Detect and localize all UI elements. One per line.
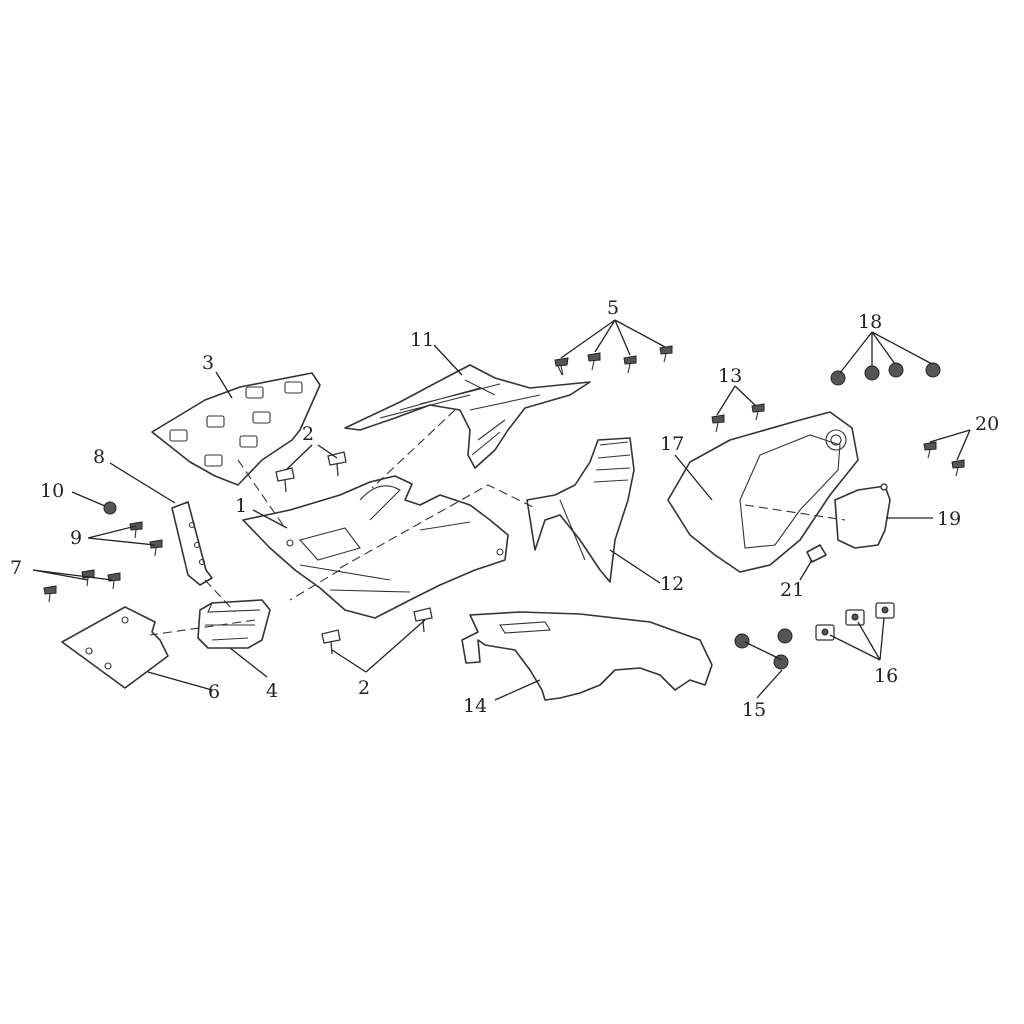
callout-11: 11 <box>410 329 434 351</box>
callout-12: 12 <box>660 573 684 595</box>
callout-18: 18 <box>858 311 882 333</box>
callout-16: 16 <box>874 665 898 687</box>
part-14-under-cover <box>461 611 713 701</box>
part-1-floor-panel <box>242 475 509 619</box>
callout-20: 20 <box>975 413 999 435</box>
callout-2-upper: 2 <box>302 423 314 445</box>
callout-labels: 1 2 2 3 4 5 6 7 8 9 10 11 12 13 14 15 16… <box>10 297 999 721</box>
leader-lines <box>32 319 971 701</box>
part-8-bracket <box>171 501 213 586</box>
part-4-battery-box <box>197 599 271 649</box>
callout-6: 6 <box>208 681 220 703</box>
callout-2-lower: 2 <box>358 677 370 699</box>
callout-8: 8 <box>93 446 105 468</box>
part-11-footrest-rubber <box>344 364 591 469</box>
part-21-clip <box>806 544 827 563</box>
callout-4: 4 <box>266 680 278 702</box>
callout-9: 9 <box>70 527 82 549</box>
part-3-floor-mat <box>151 372 321 486</box>
assembly-lines <box>149 409 846 636</box>
callout-1: 1 <box>235 495 247 517</box>
callout-19: 19 <box>937 508 961 530</box>
callout-21: 21 <box>780 579 804 601</box>
callout-10: 10 <box>40 480 64 502</box>
callout-13: 13 <box>718 365 742 387</box>
part-6-plate <box>61 606 169 689</box>
part-19-cover <box>834 483 891 549</box>
callout-3: 3 <box>202 352 214 374</box>
part-17-front-shield <box>667 411 859 573</box>
callout-7: 7 <box>10 557 22 579</box>
callout-17: 17 <box>660 433 684 455</box>
callout-15: 15 <box>742 699 766 721</box>
part-12-front-inner-panel <box>526 437 635 583</box>
callout-14: 14 <box>463 695 487 717</box>
callout-5: 5 <box>607 297 619 319</box>
fasteners <box>43 345 965 670</box>
